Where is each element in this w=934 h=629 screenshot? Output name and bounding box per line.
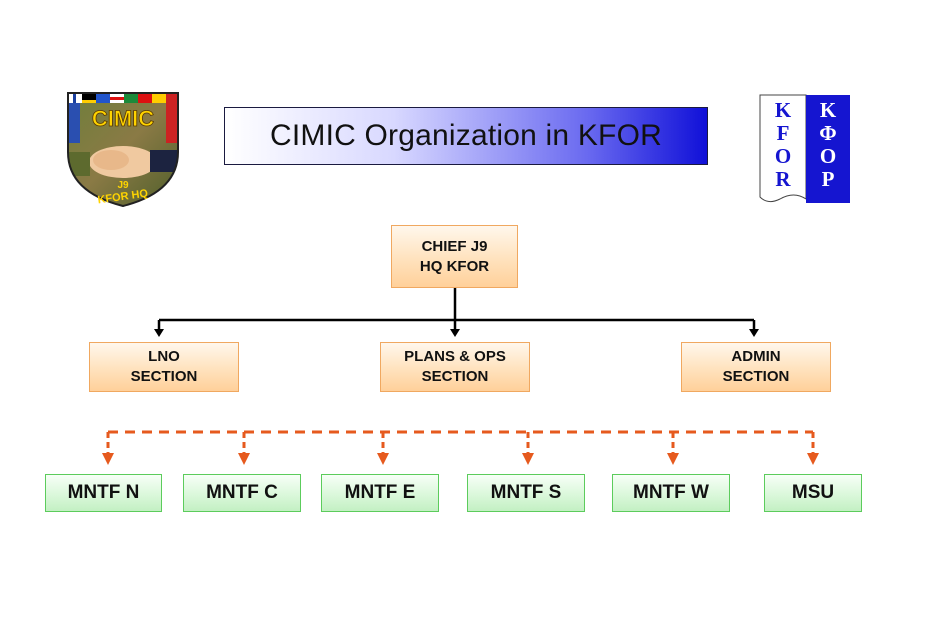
lno-section-box: LNO SECTION xyxy=(89,342,239,392)
unit-label: MNTF W xyxy=(633,482,709,503)
solid-arrows xyxy=(154,320,759,337)
section-line1: PLANS & OPS xyxy=(404,348,506,365)
svg-text:P: P xyxy=(822,167,835,191)
unit-label: MNTF C xyxy=(206,482,278,503)
unit-arrow-head xyxy=(377,453,389,465)
unit-label: MSU xyxy=(791,482,835,503)
cimic-logo-text: CIMIC xyxy=(92,106,154,131)
arrow-admin xyxy=(749,329,759,337)
unit-label: MNTF N xyxy=(67,482,140,503)
unit-arrow-head xyxy=(807,453,819,465)
cimic-logo: CIMIC J9 KFOR HQ xyxy=(67,92,179,208)
unit-box-mntf-n: MNTF N xyxy=(45,474,162,512)
chief-j9-box: CHIEF J9 HQ KFOR xyxy=(391,225,518,288)
arrow-lno xyxy=(154,329,164,337)
unit-arrow-head xyxy=(667,453,679,465)
section-line2: SECTION xyxy=(722,368,790,385)
admin-section-box: ADMIN SECTION xyxy=(681,342,831,392)
unit-box-mntf-c: MNTF C xyxy=(183,474,301,512)
svg-text:R: R xyxy=(775,167,791,191)
unit-label: MNTF S xyxy=(490,482,562,503)
page-title: CIMIC Organization in KFOR xyxy=(270,119,662,152)
svg-text:J9: J9 xyxy=(117,180,129,191)
unit-arrow-head xyxy=(238,453,250,465)
chief-line2: HQ KFOR xyxy=(419,257,490,275)
section-line2: SECTION xyxy=(130,368,198,385)
svg-text:Φ: Φ xyxy=(819,121,836,145)
unit-label: MNTF E xyxy=(344,482,416,503)
svg-text:O: O xyxy=(820,144,836,168)
unit-box-mntf-s: MNTF S xyxy=(467,474,585,512)
section-line1: LNO xyxy=(148,348,180,365)
svg-text:O: O xyxy=(775,144,791,168)
unit-box-mntf-w: MNTF W xyxy=(612,474,730,512)
unit-arrows xyxy=(102,432,819,465)
section-line2: SECTION xyxy=(421,368,489,385)
title-banner: CIMIC Organization in KFOR xyxy=(224,107,708,165)
solid-connectors xyxy=(159,288,754,322)
unit-arrow-head xyxy=(102,453,114,465)
svg-text:K: K xyxy=(775,98,792,122)
section-line1: ADMIN xyxy=(731,348,781,365)
svg-text:K: K xyxy=(820,98,837,122)
unit-box-msu: MSU xyxy=(764,474,862,512)
arrow-plans-ops xyxy=(450,329,460,337)
svg-text:F: F xyxy=(777,121,790,145)
plans-ops-section-box: PLANS & OPS SECTION xyxy=(380,342,530,392)
chief-line1: CHIEF J9 xyxy=(421,237,488,255)
unit-box-mntf-e: MNTF E xyxy=(321,474,439,512)
unit-arrow-head xyxy=(522,453,534,465)
